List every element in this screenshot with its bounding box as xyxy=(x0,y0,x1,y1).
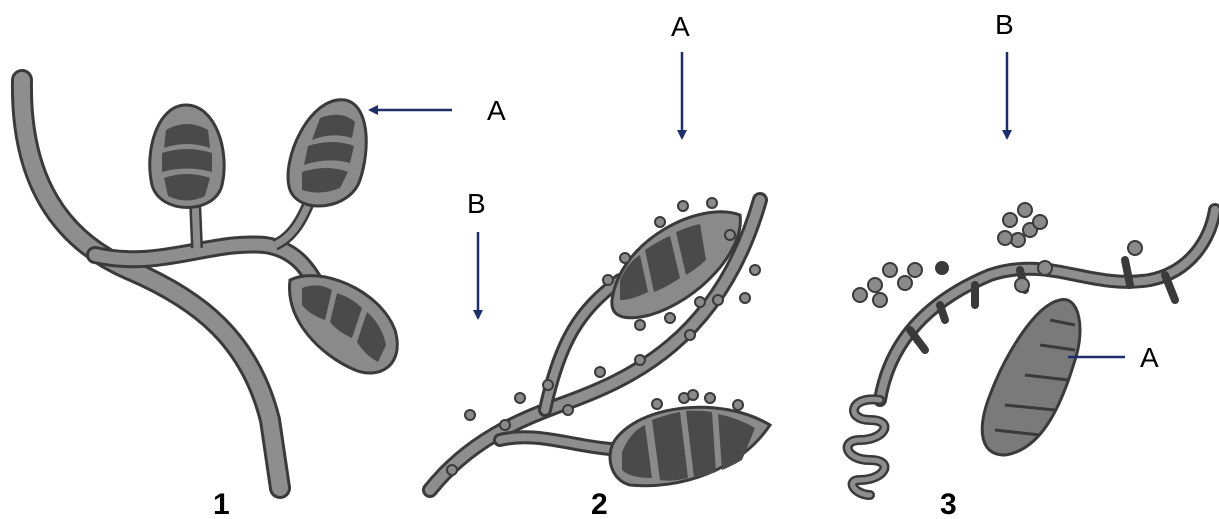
fig1-conidium-right xyxy=(288,100,366,206)
figure-3: B A 3 xyxy=(848,9,1215,519)
fig2-conidium-lower xyxy=(610,407,770,486)
fig3-label-b: B xyxy=(995,9,1014,40)
fig2-label-a: A xyxy=(671,11,690,42)
fig1-conidium-left xyxy=(150,105,224,208)
fig2-number: 2 xyxy=(591,488,608,519)
figure-1: A 1 xyxy=(22,80,506,519)
fig3-large-conidium xyxy=(982,300,1080,455)
fig1-label-a: A xyxy=(487,95,506,126)
fig2-label-b: B xyxy=(467,188,486,219)
fig3-number: 3 xyxy=(940,488,957,519)
figure-2: A B 2 xyxy=(430,11,770,519)
fig1-number: 1 xyxy=(213,488,230,519)
fig1-conidium-lower xyxy=(290,276,398,373)
fig3-dark-spore xyxy=(935,261,949,275)
fig3-label-a: A xyxy=(1140,342,1159,373)
fig3-conidia-clusters xyxy=(853,203,1142,307)
